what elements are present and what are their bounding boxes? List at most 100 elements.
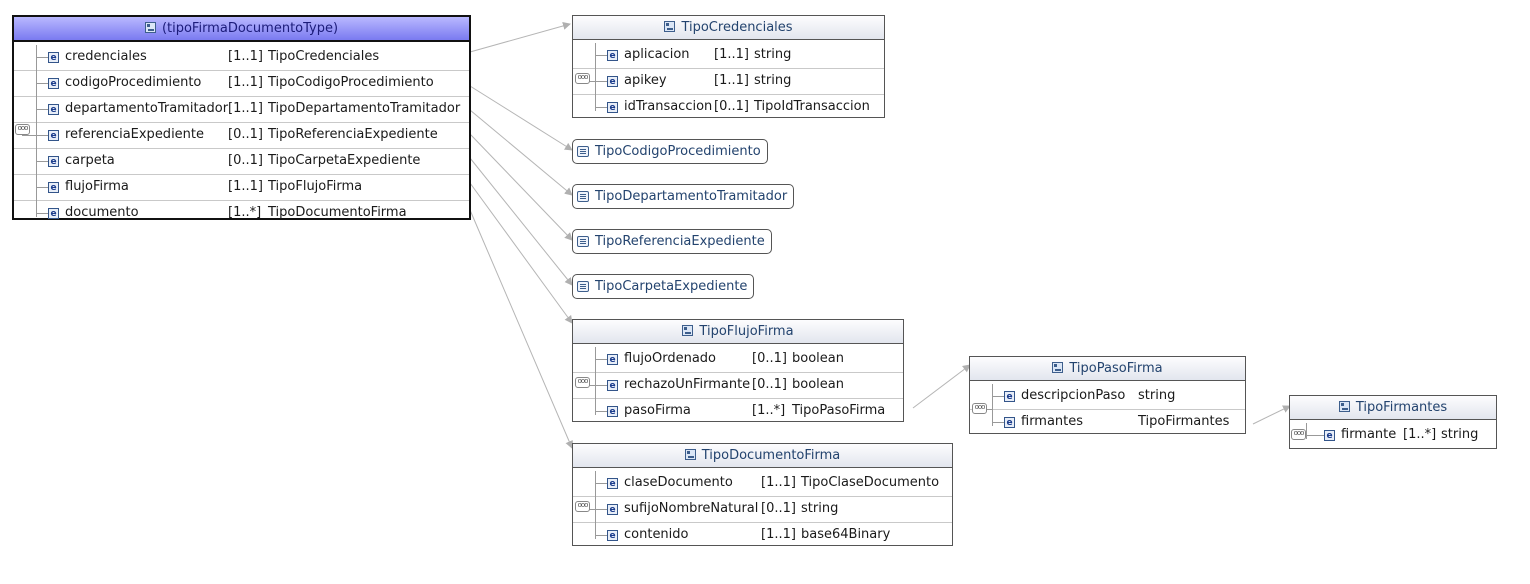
element-card: [0..1] — [752, 351, 787, 366]
element-card: [1..1] — [761, 527, 796, 542]
documento-sequence-icon[interactable]: ooo — [575, 501, 590, 512]
tree-connector — [595, 347, 596, 415]
simple-type-departamento-tramitador[interactable]: TipoDepartamentoTramitador — [572, 184, 795, 209]
firmantes-sequence-icon[interactable]: ooo — [1291, 429, 1306, 440]
element-type: TipoDepartamentoTramitador — [268, 101, 461, 116]
element-name: descripcionPaso — [1021, 388, 1126, 403]
element-name: claseDocumento — [624, 475, 733, 490]
element-icon: e — [48, 182, 59, 193]
tree-tick — [595, 359, 607, 360]
flujo-sequence-icon[interactable]: ooo — [575, 377, 590, 388]
tree-connector — [595, 471, 596, 539]
simple-type-label: TipoDepartamentoTramitador — [595, 189, 788, 204]
element-type: boolean — [792, 351, 844, 366]
element-type: TipoCodigoProcedimiento — [268, 75, 434, 90]
element-card: [1..1] — [228, 75, 263, 90]
tree-tick — [36, 57, 48, 58]
root-type-title: (tipoFirmaDocumentoType) — [161, 21, 339, 36]
simple-type-icon — [577, 281, 589, 292]
root-type-box[interactable]: (tipoFirmaDocumentoType) e credenciales [1… — [12, 15, 471, 220]
element-type: TipoCredenciales — [268, 49, 380, 64]
element-name: credenciales — [65, 49, 147, 64]
element-card: [1..1] — [714, 73, 749, 88]
root-type-header: (tipoFirmaDocumentoType) — [14, 17, 469, 42]
link-paso — [912, 364, 971, 409]
element-card: [0..1] — [752, 377, 787, 392]
tree-stub — [22, 135, 36, 136]
tree-tick — [595, 535, 607, 536]
element-icon: e — [607, 478, 618, 489]
element-name: sufijoNombreNatural — [624, 501, 759, 516]
element-card: [0..1] — [761, 501, 796, 516]
link-flujo — [469, 182, 573, 324]
tree-connector — [36, 45, 37, 217]
tree-tick — [992, 396, 1004, 397]
element-icon: e — [1004, 417, 1015, 428]
paso-sequence-icon[interactable]: ooo — [972, 403, 987, 414]
tipo-paso-firma-header: TipoPasoFirma — [970, 357, 1245, 381]
element-card: [1..1] — [228, 49, 263, 64]
element-icon: e — [607, 380, 618, 391]
element-name: pasoFirma — [624, 403, 691, 418]
element-card: [1..1] — [761, 475, 796, 490]
tree-tick — [595, 483, 607, 484]
element-name: firmantes — [1021, 414, 1084, 429]
credenciales-sequence-icon[interactable]: ooo — [575, 73, 590, 84]
element-type: string — [801, 501, 839, 516]
element-type: TipoDocumentoFirma — [268, 205, 407, 220]
element-type: TipoPasoFirma — [792, 403, 886, 418]
simple-type-codigo-procedimiento[interactable]: TipoCodigoProcedimiento — [572, 139, 768, 164]
complex-type-icon — [664, 21, 676, 32]
complex-type-icon — [1052, 362, 1064, 373]
tree-tick — [992, 422, 1004, 423]
simple-type-referencia-expediente[interactable]: TipoReferenciaExpediente — [572, 229, 772, 254]
tree-tick — [36, 109, 48, 110]
element-type: TipoFlujoFirma — [268, 179, 363, 194]
simple-type-label: TipoCarpetaExpediente — [595, 279, 748, 294]
simple-type-icon — [577, 146, 589, 157]
root-sequence-icon[interactable]: ooo — [15, 124, 30, 135]
tree-tick — [36, 187, 48, 188]
element-type: base64Binary — [801, 527, 891, 542]
tree-connector — [595, 43, 596, 111]
link-credenciales — [469, 22, 571, 53]
link-firmantes — [1252, 405, 1291, 425]
element-card: [1..*] — [752, 403, 786, 418]
link-codigo — [469, 85, 573, 151]
element-card: [1..1] — [714, 47, 749, 62]
tipo-firmantes-header: TipoFirmantes — [1290, 396, 1496, 420]
element-card: [0..1] — [228, 153, 263, 168]
tree-tick — [595, 411, 607, 412]
complex-type-icon — [1338, 401, 1350, 412]
tree-tick — [36, 213, 48, 214]
simple-type-carpeta-expediente[interactable]: TipoCarpetaExpediente — [572, 274, 755, 299]
element-icon: e — [48, 208, 59, 219]
